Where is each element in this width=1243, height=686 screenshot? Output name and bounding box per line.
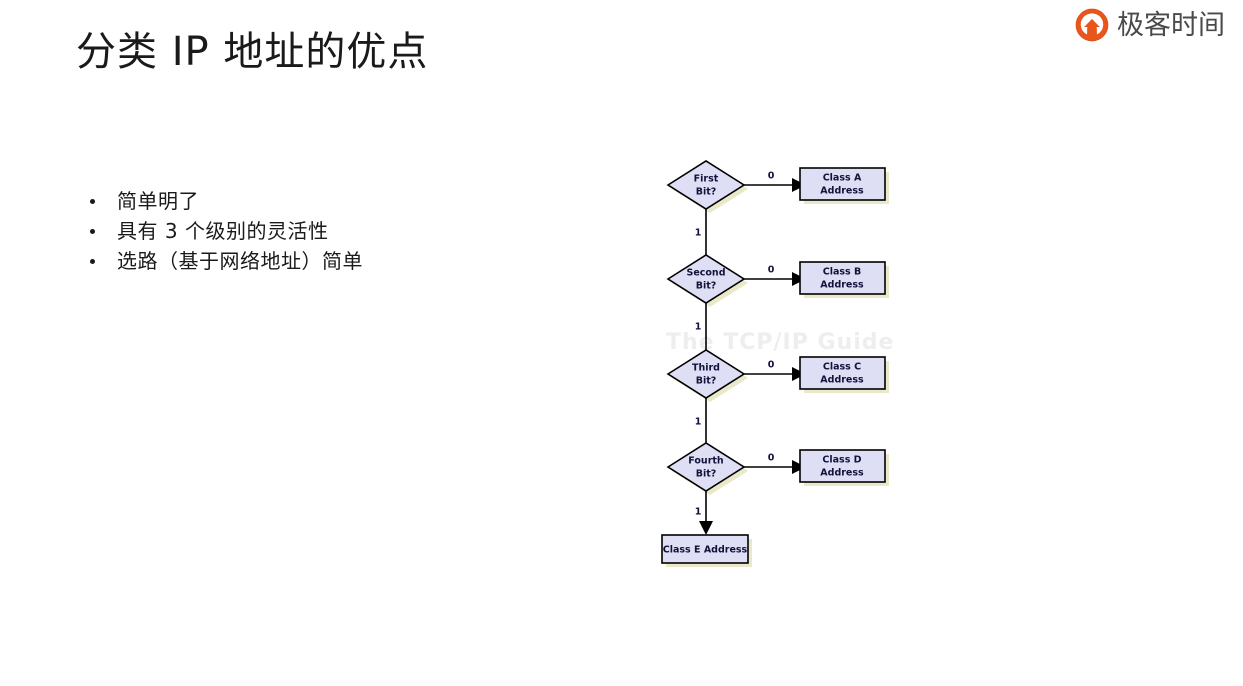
arrow-head-icon (792, 460, 806, 474)
result-node-class-b: Class B Address (799, 261, 889, 298)
result-label-line2: Address (820, 186, 864, 197)
result-label-line2: Address (820, 375, 864, 386)
result-label-line1: Class B (823, 267, 862, 278)
decision-label-line1: First (694, 174, 719, 185)
decision-label-line1: Fourth (688, 456, 724, 467)
decision-node-first-bit: First Bit? (666, 160, 748, 213)
decision-label-line2: Bit? (696, 281, 717, 292)
edge-label-yes: 1 (695, 322, 702, 333)
edge-label-no: 0 (768, 171, 775, 182)
result-box (799, 356, 886, 390)
bullet-dot-icon (90, 259, 95, 264)
result-node-class-a: Class A Address (799, 167, 889, 204)
brand-logo: 极客时间 (1075, 8, 1225, 42)
result-label-line1: Class D (822, 455, 861, 466)
result-label-line2: Address (820, 468, 864, 479)
list-item-label: 简单明了 (117, 189, 199, 213)
result-box (799, 167, 886, 201)
decision-node-second-bit: Second Bit? (666, 254, 748, 307)
figure-watermark: The TCP/IP Guide (666, 330, 894, 355)
edge-label-no: 0 (768, 360, 775, 371)
decision-node-third-bit: Third Bit? (666, 349, 748, 402)
decision-diamond (666, 442, 746, 492)
list-item: 选路（基于网络地址）简单 (88, 246, 363, 276)
page-title: 分类 IP 地址的优点 (76, 29, 429, 75)
arrow-head-icon (792, 367, 806, 381)
edge-fourth-bit-no: 0 (744, 453, 806, 474)
result-label-line1: Class A (823, 173, 862, 184)
decision-label-line1: Third (692, 363, 720, 374)
bullet-list: 简单明了 具有 3 个级别的灵活性 选路（基于网络地址）简单 (88, 186, 363, 276)
edge-label-no: 0 (768, 265, 775, 276)
edge-label-yes: 1 (695, 417, 702, 428)
result-label: Class E Address (663, 545, 748, 556)
arrow-head-icon (699, 521, 713, 535)
decision-diamond (666, 160, 746, 210)
ip-class-decision-flowchart: The TCP/IP Guide First Bit? 0 Class A Ad… (640, 145, 920, 585)
geekbang-circle-arrow-icon (1075, 8, 1109, 42)
list-item-label: 选路（基于网络地址）简单 (117, 249, 363, 273)
arrow-head-icon (792, 178, 806, 192)
edge-fourth-bit-yes: 1 (695, 491, 713, 535)
decision-label-line2: Bit? (696, 376, 717, 387)
decision-label-line2: Bit? (696, 469, 717, 480)
edge-second-bit-no: 0 (744, 265, 806, 286)
result-box (799, 449, 886, 483)
brand-name: 极客时间 (1117, 9, 1225, 41)
result-box (661, 534, 749, 564)
flowchart-canvas: The TCP/IP Guide First Bit? 0 Class A Ad… (661, 160, 894, 567)
result-label-line1: Class C (823, 362, 861, 373)
result-node-class-d: Class D Address (799, 449, 889, 486)
decision-diamond (666, 349, 746, 399)
decision-label-line2: Bit? (696, 187, 717, 198)
list-item: 具有 3 个级别的灵活性 (88, 216, 363, 246)
bullet-dot-icon (90, 229, 95, 234)
decision-diamond (666, 254, 746, 304)
decision-label-line1: Second (686, 268, 725, 279)
edge-label-yes: 1 (695, 228, 702, 239)
edge-label-yes: 1 (695, 507, 702, 518)
result-node-class-e: Class E Address (661, 534, 752, 567)
bullet-dot-icon (90, 199, 95, 204)
result-label-line2: Address (820, 280, 864, 291)
list-item: 简单明了 (88, 186, 363, 216)
arrow-head-icon (792, 272, 806, 286)
edge-label-no: 0 (768, 453, 775, 464)
result-box (799, 261, 886, 295)
edge-third-bit-no: 0 (744, 360, 806, 381)
edge-first-bit-no: 0 (744, 171, 806, 192)
list-item-label: 具有 3 个级别的灵活性 (117, 219, 329, 243)
decision-node-fourth-bit: Fourth Bit? (666, 442, 748, 495)
result-node-class-c: Class C Address (799, 356, 889, 393)
